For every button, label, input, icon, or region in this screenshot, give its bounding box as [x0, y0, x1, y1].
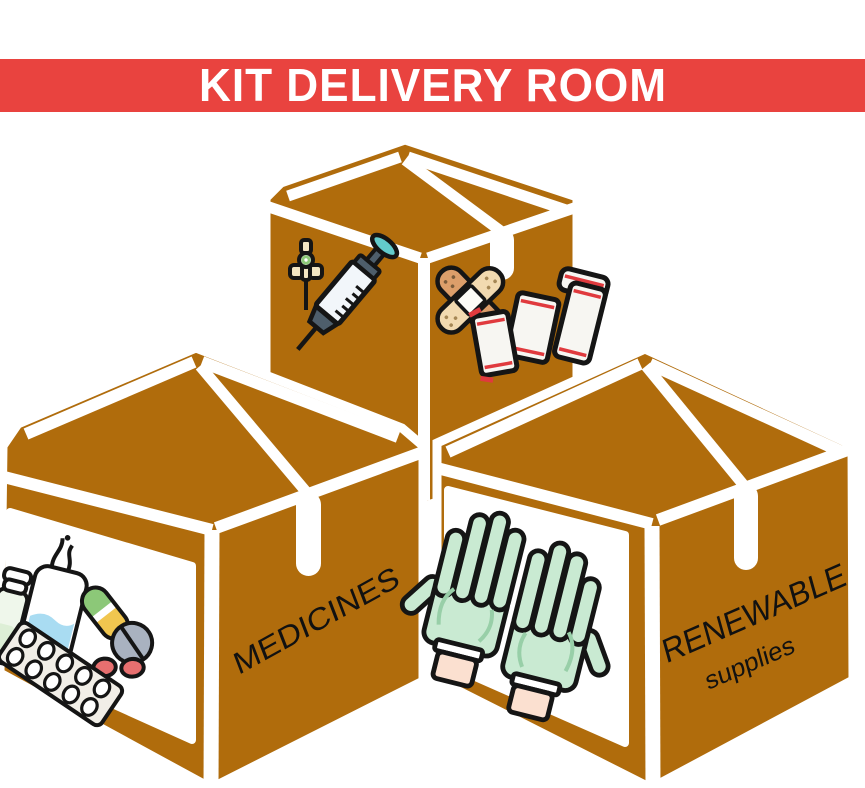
renewable-box: RENEWABLE supplies	[380, 344, 858, 788]
medicines-box-seams	[0, 356, 426, 788]
renewable-box-seams	[435, 358, 856, 788]
banner-background	[0, 59, 865, 112]
renewable-box-notch	[734, 484, 758, 570]
banner: KIT DELIVERY ROOM	[0, 59, 865, 112]
syringe-icon	[296, 232, 400, 351]
tablet-icon	[110, 620, 155, 665]
medicines-box-notch	[296, 492, 321, 576]
back-box-notch	[490, 228, 514, 280]
banner-title: KIT DELIVERY ROOM	[199, 59, 667, 111]
elastic-bandage-icon	[468, 266, 611, 383]
medicines-icon	[0, 535, 155, 728]
medicines-box: MEDICINES	[0, 343, 428, 788]
blister-pack-icon	[0, 620, 125, 728]
catheter-icon	[288, 238, 324, 310]
